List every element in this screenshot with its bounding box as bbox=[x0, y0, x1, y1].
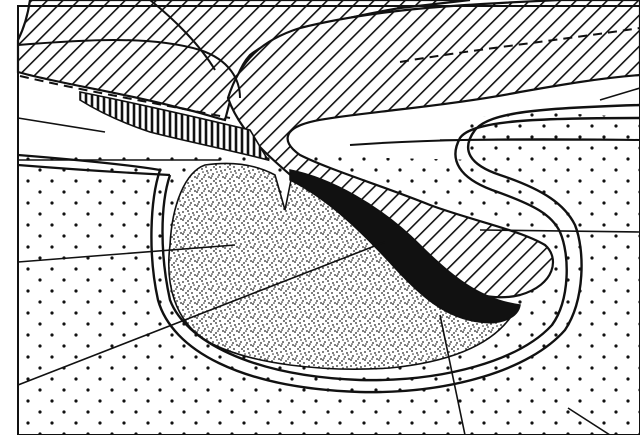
anatomical-diagram bbox=[0, 0, 640, 435]
diagram-canvas bbox=[0, 0, 640, 435]
